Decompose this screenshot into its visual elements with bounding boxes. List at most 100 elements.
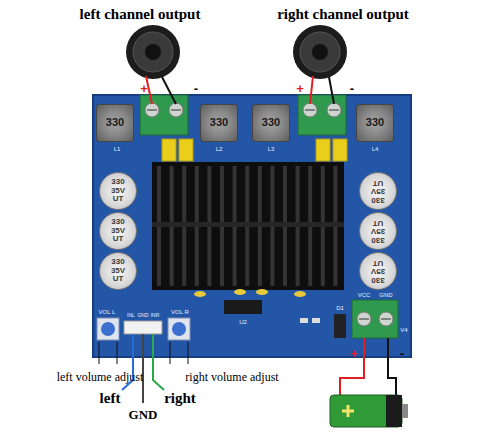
inductor-marking: 330 [98,117,132,129]
terminal-screw [303,103,317,117]
inductor: 330 [200,104,238,142]
speaker-rim [126,25,180,79]
wire-label: left [100,391,121,406]
inductor: 330 [252,104,290,142]
ground-wire [142,334,144,403]
terminal-block [140,95,188,135]
silkscreen-label: L1 [114,146,121,152]
electrolytic-capacitor: 330 35V UT [359,252,397,290]
electrolytic-capacitor: 330 35V UT [99,172,137,210]
screw-slot [171,109,181,111]
screw-slot [359,318,369,320]
heatsink-fins [152,166,344,286]
speaker-cap [145,44,161,60]
silkscreen-label: L3 [268,146,275,152]
right-output-terminal [298,95,346,135]
pot-knob [172,322,186,336]
speaker-cone [300,32,340,72]
polarity-mark: + [140,82,148,95]
speaker-rim [293,25,347,79]
power-terminal [352,300,398,338]
electrolytic-capacitor: 330 35V UT [359,212,397,250]
volume-pot [97,318,119,340]
electrolytic-capacitor: 330 35V UT [99,212,137,250]
polarity-mark: - [350,82,354,95]
smd-part [234,289,246,295]
black-wire [388,338,396,395]
capacitor-marking: 330 35V UT [368,218,388,243]
black-wire [162,77,176,104]
silkscreen-label: VOL R [171,309,189,315]
volume-pot [168,318,190,340]
battery-nub [402,404,408,418]
plus-symbol [342,405,354,417]
film-capacitor [333,139,347,161]
green-wire [153,334,164,390]
silkscreen-label: V4 [400,327,407,333]
callout-label: right volume adjust [185,371,278,383]
capacitor-marking: 330 35V UT [108,178,128,203]
silkscreen-label: L4 [372,146,379,152]
heatsink-bar [152,222,344,227]
speaker-cone [133,32,173,72]
silkscreen-label: GND [379,292,392,298]
polarity-mark: - [194,82,198,95]
inductor: 330 [96,104,134,142]
film-capacitor [316,139,330,161]
speaker-cap [312,44,328,60]
battery-body [330,395,402,427]
capacitor-marking: 330 35V UT [368,178,388,203]
wire-label: right [164,391,196,406]
left-speaker [126,25,180,79]
inductor-marking: 330 [202,117,236,129]
terminal-screw [145,103,159,117]
heatsink [152,162,344,290]
leader-line [99,342,117,364]
screw-slot [305,109,315,111]
terminal-screw [169,103,183,117]
terminal-screw [357,312,371,326]
polarity-mark: - [400,347,404,360]
screw-slot [329,109,339,111]
diode [334,314,346,338]
right-speaker [293,25,347,79]
silkscreen-label: L2 [216,146,223,152]
silkscreen-label: INL [127,313,135,318]
red-wire [310,76,313,104]
film-capacitor [179,139,193,161]
smd-part [294,291,306,297]
silkscreen-label: VOL L [99,309,116,315]
silkscreen-label: GND [137,313,148,318]
smd-part [312,318,320,323]
input-header [124,321,162,334]
callout-label: left volume adjust [57,371,144,383]
silkscreen-label: INR [151,313,160,318]
silkscreen-label: D1 [336,305,344,311]
black-wire [329,77,334,104]
terminal-block [352,300,398,338]
title-label: left channel output [80,7,201,22]
title-label: right channel output [277,7,409,22]
capacitor-marking: 330 35V UT [108,258,128,283]
smd-part [300,318,308,323]
silkscreen-label: U2 [239,319,247,325]
inductor-marking: 330 [254,117,288,129]
battery-end [386,395,402,427]
polarity-mark: + [296,82,304,95]
terminal-block [298,95,346,135]
electrolytic-capacitor: 330 35V UT [99,252,137,290]
inductor-marking: 330 [358,117,392,129]
electrolytic-capacitor: 330 35V UT [359,172,397,210]
film-capacitor [162,139,176,161]
silkscreen-label: VCC [358,292,371,298]
inductor: 330 [356,104,394,142]
pot-knob [101,322,115,336]
amplifier-chip [224,300,262,314]
pcb-board [93,95,411,357]
battery [330,395,408,427]
screw-slot [381,318,391,320]
leader-line [170,342,188,364]
screw-slot [147,109,157,111]
polarity-mark: + [350,347,358,360]
